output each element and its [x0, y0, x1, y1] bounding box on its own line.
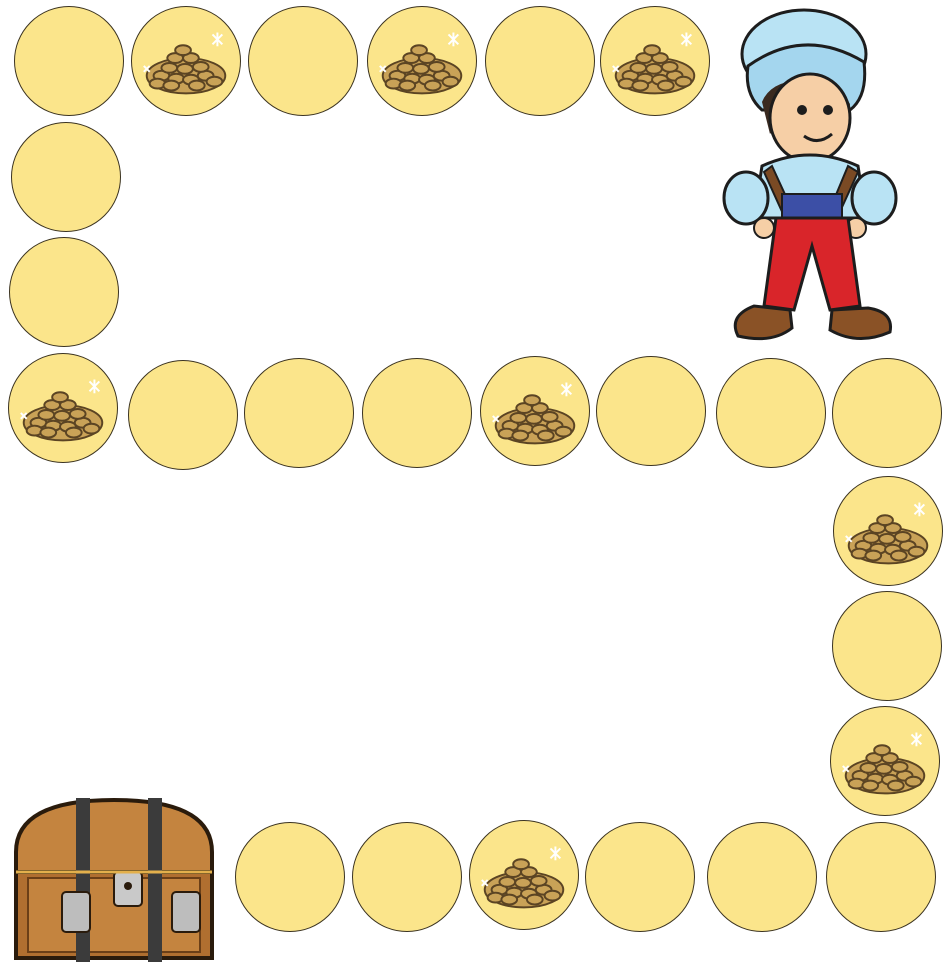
board-space[interactable] — [362, 358, 472, 468]
board-space[interactable] — [14, 6, 124, 116]
board-space[interactable] — [716, 358, 826, 468]
board-space[interactable] — [244, 358, 354, 468]
board-space[interactable] — [585, 822, 695, 932]
board-space[interactable] — [826, 822, 936, 932]
treasure-chest-icon — [6, 792, 222, 964]
board-space[interactable] — [11, 122, 121, 232]
board-space[interactable] — [128, 360, 238, 470]
board-space-coins[interactable] — [469, 820, 579, 930]
board-space[interactable] — [832, 358, 942, 468]
board-space[interactable] — [9, 237, 119, 347]
board-space[interactable] — [832, 591, 942, 701]
board-space[interactable] — [707, 822, 817, 932]
board-space[interactable] — [596, 356, 706, 466]
board-space-coins[interactable] — [131, 6, 241, 116]
board-space-coins[interactable] — [600, 6, 710, 116]
boy-in-turban-character — [718, 6, 904, 350]
board-space-coins[interactable] — [830, 706, 940, 816]
board-space[interactable] — [485, 6, 595, 116]
board-space[interactable] — [352, 822, 462, 932]
board-space-coins[interactable] — [367, 6, 477, 116]
board-space[interactable] — [248, 6, 358, 116]
board-space-coins[interactable] — [833, 476, 943, 586]
board-space-coins[interactable] — [8, 353, 118, 463]
board-space[interactable] — [235, 822, 345, 932]
board-space-coins[interactable] — [480, 356, 590, 466]
